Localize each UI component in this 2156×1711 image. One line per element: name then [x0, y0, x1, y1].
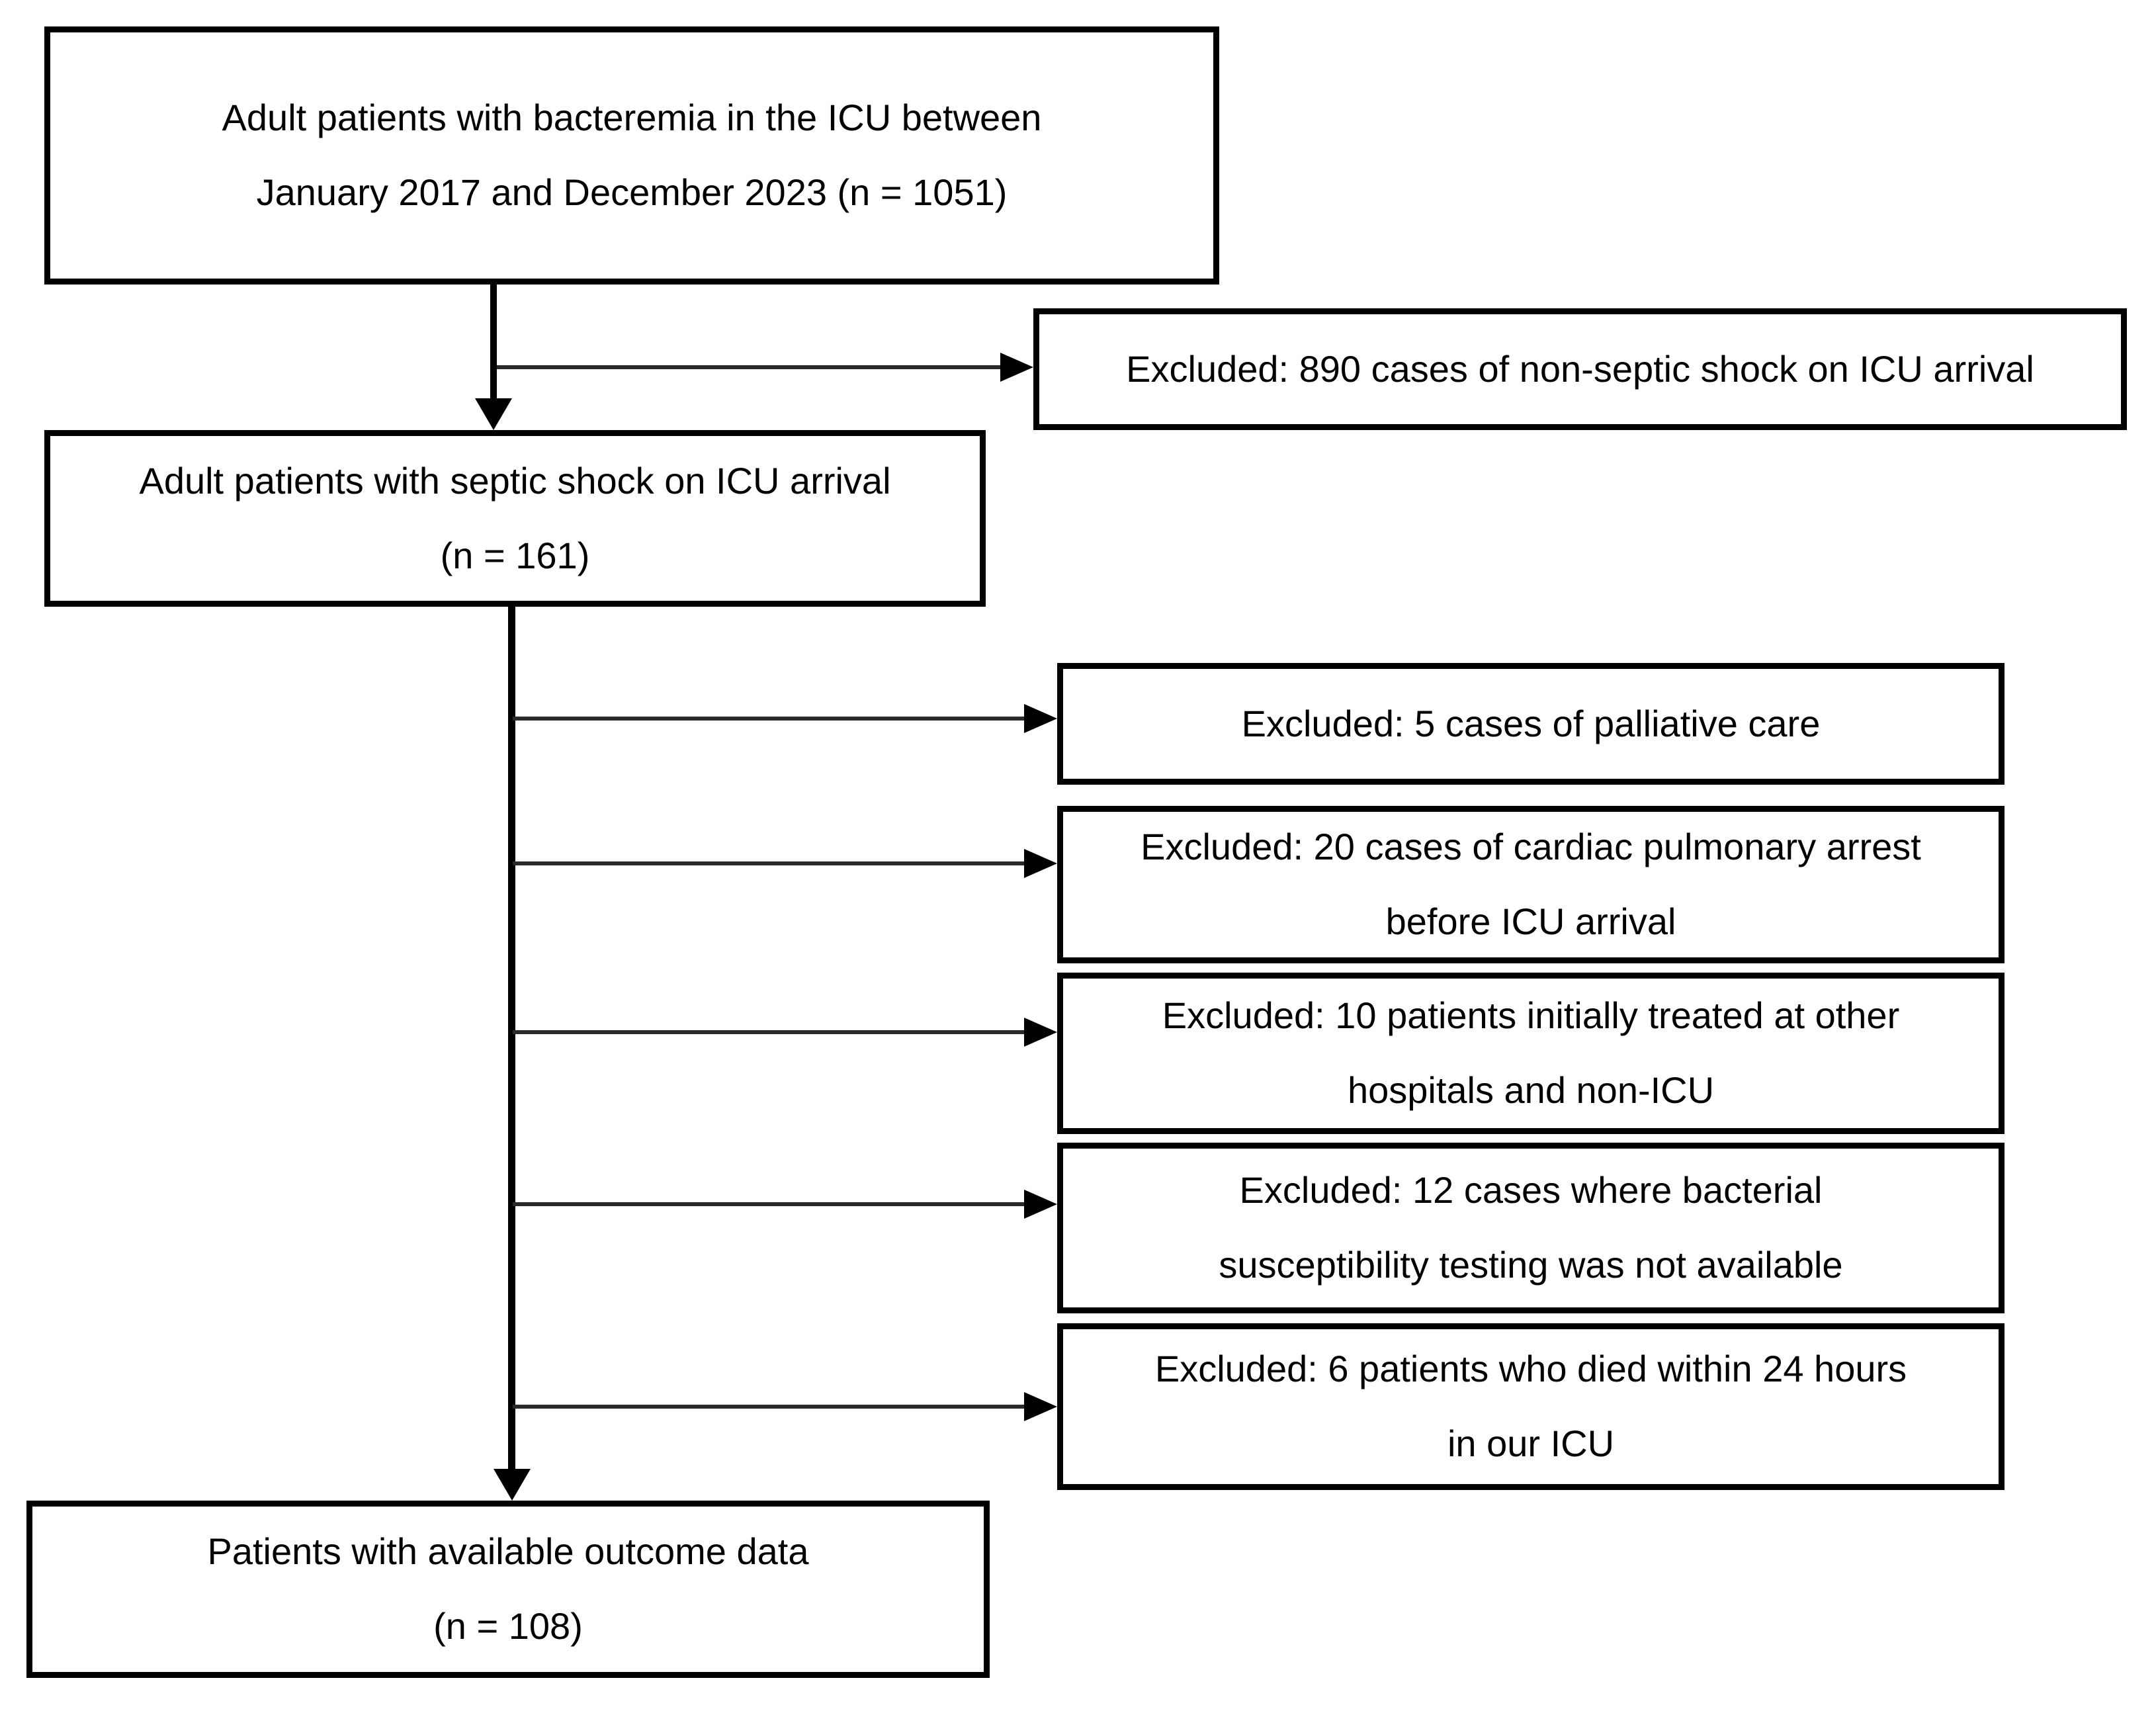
- branch-line-excluded-palliative-care: [513, 717, 1024, 721]
- box-outcome-cohort: Patients with available outcome data (n …: [26, 1501, 990, 1678]
- box-excluded-other-hospitals-line-1: Excluded: 10 patients initially treated …: [1162, 994, 1900, 1037]
- branch-line-excluded-no-susceptibility-testing: [513, 1202, 1024, 1206]
- box-excluded-palliative-care: Excluded: 5 cases of palliative care: [1057, 663, 2005, 785]
- arrowhead-right-icon: [1024, 1018, 1057, 1047]
- box-excluded-cardiac-arrest-line-1: Excluded: 20 cases of cardiac pulmonary …: [1141, 826, 1921, 868]
- arrowhead-down-icon: [475, 398, 512, 430]
- box-excluded-cardiac-arrest-line-2: before ICU arrival: [1385, 900, 1676, 942]
- box-septic-line-2: (n = 161): [440, 534, 590, 576]
- arrowhead-right-icon: [1024, 704, 1057, 733]
- arrowhead-right-icon: [1000, 353, 1033, 382]
- box-excluded-non-septic-shock: Excluded: 890 cases of non-septic shock …: [1033, 308, 2127, 430]
- box-excluded-non-septic-shock-line-1: Excluded: 890 cases of non-septic shock …: [1126, 347, 2034, 390]
- box-excluded-died-24h-line-2: in our ICU: [1447, 1423, 1615, 1464]
- branch-line-excluded-died-24h: [513, 1405, 1024, 1409]
- box-excluded-no-susceptibility-testing-line-1: Excluded: 12 cases where bacterial: [1239, 1169, 1823, 1211]
- branch-line-excluded-non-septic-shock: [497, 365, 1002, 369]
- box-excluded-no-susceptibility-testing-line-2: susceptibility testing was not available: [1219, 1244, 1843, 1286]
- box-septic-shock-cohort: Adult patients with septic shock on ICU …: [44, 430, 986, 607]
- box-outcome-line-2: (n = 108): [433, 1605, 583, 1647]
- box-excluded-palliative-care-line-1: Excluded: 5 cases of palliative care: [1241, 702, 1821, 744]
- arrowhead-down-icon: [494, 1469, 531, 1501]
- arrowhead-right-icon: [1024, 1392, 1057, 1421]
- box-outcome-line-1: Patients with available outcome data: [207, 1530, 809, 1573]
- box-excluded-other-hospitals: Excluded: 10 patients initially treated …: [1057, 973, 2005, 1134]
- box-excluded-other-hospitals-line-2: hospitals and non-ICU: [1347, 1069, 1715, 1111]
- arrowhead-right-icon: [1024, 1190, 1057, 1219]
- branch-line-excluded-cardiac-arrest: [513, 861, 1024, 865]
- box-bacteremia-line-2: January 2017 and December 2023 (n = 1051…: [256, 171, 1008, 213]
- arrowhead-right-icon: [1024, 849, 1057, 878]
- box-bacteremia-line-1: Adult patients with bacteremia in the IC…: [222, 97, 1042, 139]
- box-excluded-cardiac-arrest: Excluded: 20 cases of cardiac pulmonary …: [1057, 806, 2005, 963]
- box-excluded-no-susceptibility-testing: Excluded: 12 cases where bacterial susce…: [1057, 1143, 2005, 1313]
- arrow-septic-to-outcome-line: [508, 607, 515, 1471]
- box-septic-line-1: Adult patients with septic shock on ICU …: [139, 459, 891, 502]
- arrow-bacteremia-to-septic-line: [490, 285, 497, 401]
- box-bacteremia-cohort: Adult patients with bacteremia in the IC…: [44, 26, 1219, 285]
- box-excluded-died-24h-line-1: Excluded: 6 patients who died within 24 …: [1154, 1348, 1907, 1390]
- box-excluded-died-24h: Excluded: 6 patients who died within 24 …: [1057, 1323, 2005, 1490]
- branch-line-excluded-other-hospitals: [513, 1030, 1024, 1034]
